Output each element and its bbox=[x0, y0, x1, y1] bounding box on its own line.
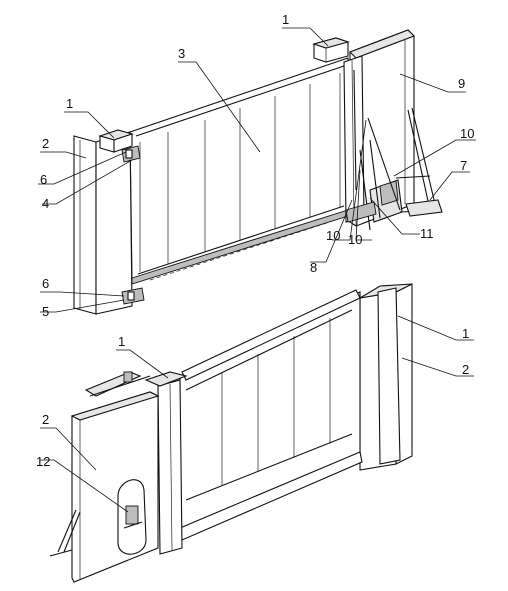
hinge-top bbox=[121, 145, 141, 163]
callout-5: 5 bbox=[42, 304, 49, 319]
middle-column bbox=[144, 371, 188, 555]
callout-1-top: 1 bbox=[282, 12, 289, 27]
top-pillar-cap bbox=[312, 37, 350, 63]
callout-4: 4 bbox=[42, 196, 49, 211]
callout-2-top: 2 bbox=[42, 136, 49, 151]
callout-labels: 1 1 1 1 2 2 2 3 4 5 6 6 7 8 9 10 10 10 1… bbox=[36, 12, 474, 469]
gate-leaf-top bbox=[129, 57, 351, 285]
leader-lines bbox=[38, 27, 476, 513]
callout-1-left: 1 bbox=[66, 96, 73, 111]
right-pillar bbox=[359, 283, 413, 471]
callout-10-upper: 10 bbox=[326, 228, 340, 243]
gate-leaf-bottom bbox=[179, 289, 363, 541]
callout-3: 3 bbox=[178, 46, 185, 61]
callout-10-right: 10 bbox=[460, 126, 474, 141]
callout-2-bottom-right: 2 bbox=[462, 362, 469, 377]
callout-10-mid: 10 bbox=[348, 232, 362, 247]
callout-2-bottom-left: 2 bbox=[42, 412, 49, 427]
left-post bbox=[73, 129, 134, 315]
callout-1-bottom-mid: 1 bbox=[118, 334, 125, 349]
callout-9: 9 bbox=[458, 76, 465, 91]
callout-12: 12 bbox=[36, 454, 50, 469]
callout-6-top: 6 bbox=[40, 172, 47, 187]
callout-6-bottom: 6 bbox=[42, 276, 49, 291]
brace-frame bbox=[399, 107, 443, 217]
left-post-bottom bbox=[49, 391, 160, 583]
callout-1-bottom-right: 1 bbox=[462, 326, 469, 341]
bottom-gate-assembly bbox=[49, 283, 413, 583]
callout-11: 11 bbox=[420, 226, 434, 241]
drive-unit bbox=[345, 117, 431, 231]
rear-frame bbox=[84, 371, 151, 397]
callout-7: 7 bbox=[460, 158, 467, 173]
top-gate-assembly bbox=[73, 29, 443, 315]
support-column bbox=[343, 55, 365, 223]
callout-8: 8 bbox=[310, 260, 317, 275]
